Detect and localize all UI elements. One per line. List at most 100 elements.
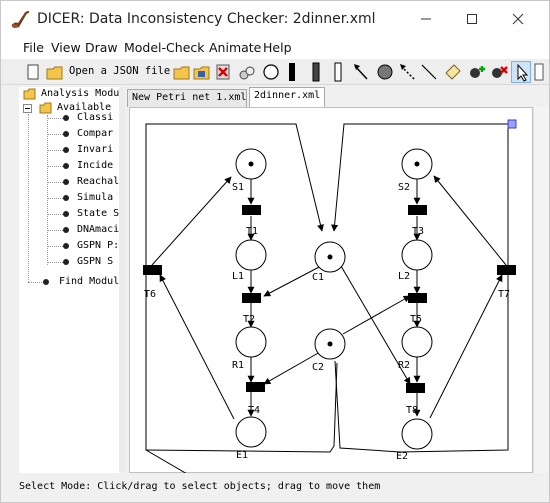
folder-icon <box>23 88 36 100</box>
petri-net-diagram: S1 L1 R1 E1 C1 C2 <box>143 119 517 503</box>
arc-tool-icon[interactable] <box>351 61 371 83</box>
transition-label: T6 <box>144 289 156 300</box>
module-item[interactable]: Simula <box>77 192 114 203</box>
menu-help[interactable]: Help <box>263 40 292 55</box>
transition-t4[interactable]: T4 <box>246 382 265 416</box>
place-l2[interactable]: L2 <box>398 239 433 282</box>
place-r2[interactable]: R2 <box>398 326 433 371</box>
maximize-button[interactable] <box>449 1 495 37</box>
selection-handle[interactable] <box>507 119 517 129</box>
place-label: E2 <box>396 451 408 462</box>
transition-t5[interactable]: T5 <box>408 293 427 325</box>
minimize-button[interactable] <box>403 1 449 37</box>
place-label: L1 <box>232 271 244 282</box>
new-file-icon[interactable] <box>25 61 41 83</box>
place-s1[interactable]: S1 <box>232 148 267 193</box>
timed-transition-tool-icon[interactable] <box>309 61 323 83</box>
delete-file-icon[interactable] <box>215 61 233 83</box>
menu-file[interactable]: File <box>23 40 44 55</box>
transition-label: T3 <box>412 226 424 237</box>
collapse-icon[interactable] <box>23 104 33 114</box>
transition-t2[interactable]: T2 <box>242 293 261 325</box>
menu-bar: File View Draw Model-Check Animate Help <box>1 37 549 59</box>
module-bullet <box>63 163 69 169</box>
place-label: E1 <box>236 450 248 461</box>
transition-label: T1 <box>246 226 258 237</box>
transition-label: T5 <box>410 314 422 325</box>
module-bullet <box>63 243 69 249</box>
open-folder-icon[interactable] <box>45 61 65 83</box>
module-item[interactable]: Invari <box>77 144 114 155</box>
module-bullet <box>43 279 49 285</box>
arc-c2-t4 <box>263 351 321 385</box>
module-item[interactable]: State S <box>77 208 119 219</box>
arc-c1-t2 <box>263 265 322 297</box>
arc-c1-t-bottom-right <box>340 265 411 385</box>
place-c2[interactable]: C2 <box>312 328 346 373</box>
place-label: R2 <box>398 360 410 371</box>
place-l1[interactable]: L1 <box>232 239 267 282</box>
arc-e1-t6 <box>159 274 235 420</box>
properties-icon[interactable] <box>237 61 257 83</box>
place-e2[interactable]: E2 <box>396 418 433 462</box>
vertical-scrollbar[interactable] <box>533 107 549 473</box>
transition-t8[interactable]: T8 <box>406 383 425 416</box>
menu-model-check[interactable]: Model-Check <box>124 40 205 55</box>
arc-c2-loop-left <box>145 362 338 453</box>
module-item[interactable]: GSPN P: <box>77 240 119 251</box>
select-tool-icon[interactable] <box>511 61 531 83</box>
inhibitor-arc-icon[interactable] <box>397 61 417 83</box>
transition-label: T4 <box>248 405 260 416</box>
place-c1[interactable]: C1 <box>312 241 346 283</box>
transition-t3[interactable]: T3 <box>408 205 427 237</box>
tree-available-label[interactable]: Available <box>57 102 112 113</box>
module-bullet <box>63 227 69 233</box>
tab-new-petri-net[interactable]: New Petri net 1.xml <box>127 89 247 107</box>
transition-t6[interactable]: T6 <box>143 265 162 300</box>
open-json-button[interactable]: Open a JSON file <box>69 65 171 77</box>
module-bullet <box>63 179 69 185</box>
save-folder-icon[interactable] <box>193 61 211 83</box>
menu-view[interactable]: View <box>51 40 81 55</box>
module-bullet <box>63 131 69 137</box>
token-tool-icon[interactable] <box>375 61 395 83</box>
place-e1[interactable]: E1 <box>235 416 267 461</box>
place-r1[interactable]: R1 <box>232 326 267 371</box>
remove-token-icon[interactable] <box>489 61 509 83</box>
module-item[interactable]: Reachal <box>77 176 119 187</box>
arc-e2-t7 <box>429 274 503 419</box>
place-label: S2 <box>398 182 410 193</box>
place-tool-icon[interactable] <box>261 61 281 83</box>
annotation-tool-icon[interactable] <box>443 61 463 83</box>
module-item[interactable]: Classi <box>77 112 114 123</box>
transition-tool-icon[interactable] <box>285 61 299 83</box>
close-button[interactable] <box>495 1 541 37</box>
menu-animate[interactable]: Animate <box>209 40 262 55</box>
analysis-module-tree: Analysis Modu Available Classi Compar In… <box>19 87 119 473</box>
module-item[interactable]: GSPN S <box>77 256 114 267</box>
place-label: C2 <box>312 362 324 373</box>
close-icon <box>512 13 524 25</box>
drag-tool-icon[interactable] <box>533 61 547 83</box>
module-bullet <box>63 195 69 201</box>
transition-t7[interactable]: T7 <box>497 265 516 300</box>
line-tool-icon[interactable] <box>419 61 439 83</box>
transition-t1[interactable]: T1 <box>242 205 261 237</box>
folder-icon <box>39 102 52 114</box>
tab-2dinner[interactable]: 2dinner.xml <box>249 87 325 107</box>
tree-find-label[interactable]: Find Modul <box>59 276 119 287</box>
module-item[interactable]: Compar <box>77 128 114 139</box>
status-text: Select Mode: Click/drag to select object… <box>19 481 381 492</box>
module-item[interactable]: DNAmaci <box>77 224 119 235</box>
petri-net-canvas[interactable]: S1 L1 R1 E1 C1 C2 <box>129 107 533 503</box>
pane-splitter[interactable] <box>119 87 125 473</box>
menu-draw[interactable]: Draw <box>85 40 118 55</box>
open-folder-icon[interactable] <box>173 61 191 83</box>
place-s2[interactable]: S2 <box>398 148 433 193</box>
module-item[interactable]: Incide <box>77 160 114 171</box>
tree-root-label[interactable]: Analysis Modu <box>41 88 119 99</box>
immediate-transition-tool-icon[interactable] <box>331 61 345 83</box>
add-token-icon[interactable] <box>467 61 487 83</box>
arc-e1-t8-c1 <box>145 123 324 503</box>
